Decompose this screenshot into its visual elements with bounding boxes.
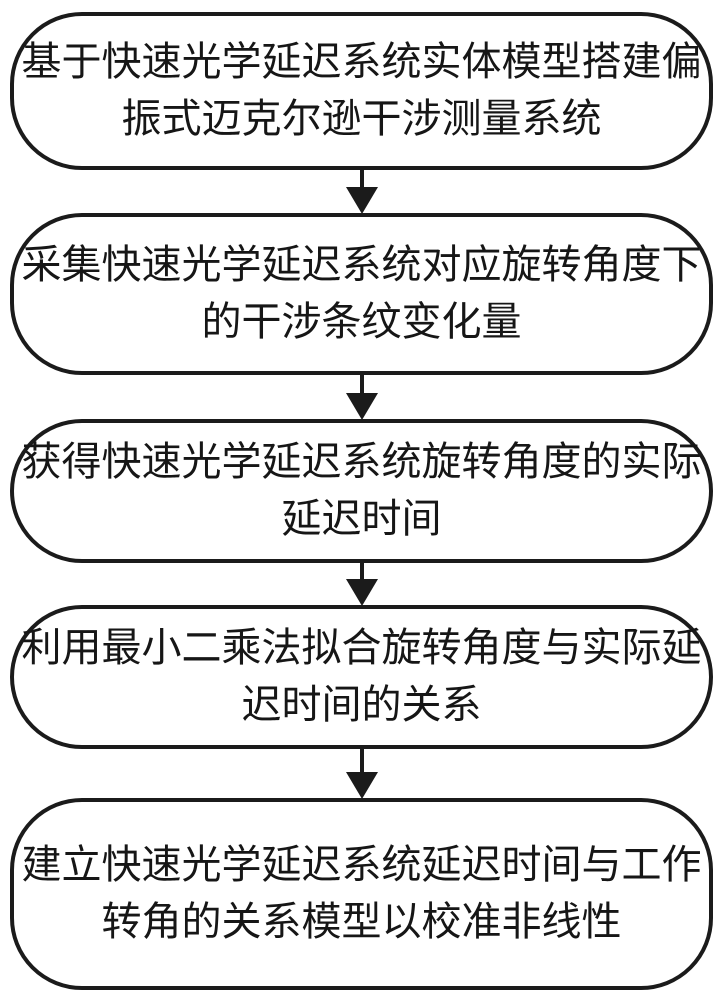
down-arrow-icon	[345, 168, 378, 214]
step-1-text-line-1: 基于快速光学延迟系统实体模型搭建偏	[22, 34, 702, 91]
flowchart-step-5: 建立快速光学延迟系统延迟时间与工作 转角的关系模型以校准非线性	[10, 798, 713, 990]
arrow-head	[346, 187, 378, 214]
arrow-stem	[360, 561, 364, 579]
step-3-text-line-1: 获得快速光学延迟系统旋转角度的实际	[22, 434, 702, 491]
flowchart-step-1: 基于快速光学延迟系统实体模型搭建偏 振式迈克尔逊干涉测量系统	[10, 12, 713, 170]
step-4-text-line-2: 迟时间的关系	[242, 677, 482, 734]
flowchart-step-2: 采集快速光学延迟系统对应旋转角度下 的干涉条纹变化量	[10, 213, 713, 375]
arrow-stem	[360, 747, 364, 772]
step-1-text-line-2: 振式迈克尔逊干涉测量系统	[122, 91, 602, 148]
arrow-stem	[360, 373, 364, 393]
step-2-text-line-2: 的干涉条纹变化量	[202, 294, 522, 351]
arrow-head	[346, 579, 378, 606]
step-2-text-line-1: 采集快速光学延迟系统对应旋转角度下	[22, 237, 702, 294]
down-arrow-icon	[345, 561, 378, 606]
arrow-stem	[360, 168, 364, 187]
step-4-text-line-1: 利用最小二乘法拟合旋转角度与实际延	[22, 620, 702, 677]
down-arrow-icon	[345, 747, 378, 799]
step-5-text-line-2: 转角的关系模型以校准非线性	[102, 894, 622, 951]
step-3-text-line-2: 延迟时间	[282, 491, 442, 548]
flowchart-step-3: 获得快速光学延迟系统旋转角度的实际 延迟时间	[10, 419, 713, 563]
step-5-text-line-1: 建立快速光学延迟系统延迟时间与工作	[22, 837, 702, 894]
down-arrow-icon	[345, 373, 378, 420]
arrow-head	[346, 772, 378, 799]
arrow-head	[346, 393, 378, 420]
flowchart-step-4: 利用最小二乘法拟合旋转角度与实际延 迟时间的关系	[10, 605, 713, 749]
